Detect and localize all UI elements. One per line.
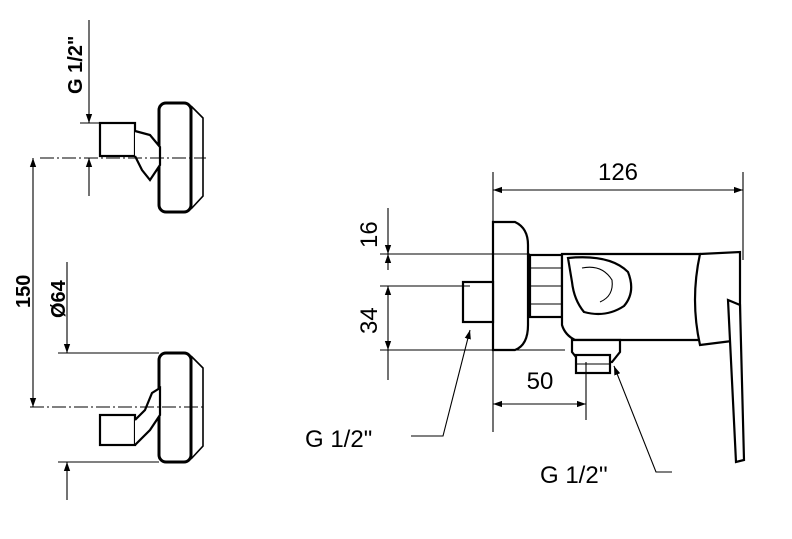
inlet-stub (461, 280, 495, 324)
rosette-label: Ø64 (48, 279, 70, 318)
height-label: 34 (356, 307, 383, 334)
upper-eccentric-connector (40, 101, 206, 214)
outlet-thread-label: G 1/2'' (540, 462, 608, 489)
rosette-dimension: Ø64 (48, 262, 159, 500)
outlet-length-dimension: 50 (493, 362, 587, 420)
inlet-thread-label: G 1/2" (305, 426, 372, 453)
offset-top-label: 16 (356, 221, 383, 248)
lever-handle (693, 250, 746, 464)
outlet-length-label: 50 (527, 368, 554, 395)
mixer-body (560, 252, 702, 342)
outlet-connector (570, 338, 622, 375)
side-rosette (491, 220, 530, 352)
front-thread-label: G 1/2" (65, 36, 87, 94)
overall-length-label: 126 (598, 159, 638, 186)
lower-eccentric-connector (30, 351, 206, 464)
connector-nut (528, 253, 564, 319)
inlet-thread-callout: G 1/2" (305, 329, 471, 453)
outlet-thread-callout: G 1/2'' (540, 365, 672, 489)
spacing-label: 150 (13, 275, 35, 308)
thread-dimension-front: G 1/2" (65, 20, 100, 196)
front-view: G 1/2" 150 Ø64 (13, 20, 206, 500)
spacing-dimension: 150 (13, 158, 37, 407)
overall-length-dimension: 126 (493, 159, 743, 194)
height-dimension: 34 (356, 286, 565, 380)
offset-top-dimension: 16 (356, 208, 530, 287)
side-view: 126 16 34 50 G 1/2" (305, 159, 746, 489)
